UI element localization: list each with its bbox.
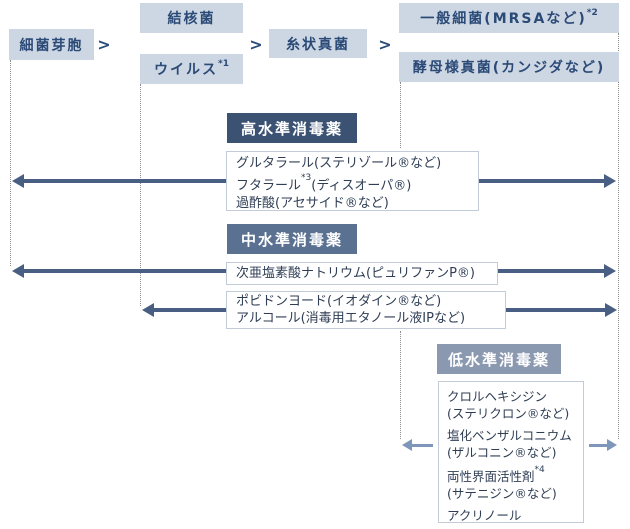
greater-than-separator: >: [249, 35, 263, 54]
low-level-spectrum-arrow-right: [589, 444, 608, 447]
low-level-header: 低水準消毒薬: [437, 344, 561, 374]
arrow-right-icon: [607, 439, 617, 451]
organism-label: 一般細菌(MRSAなど): [420, 11, 587, 27]
dotted-line-virus: [140, 84, 141, 306]
arrow-left-icon: [402, 439, 412, 451]
drug-line: 次亜塩素酸ナトリウム(ピュリファンP®): [236, 266, 475, 281]
iodine-alcohol-drug-box: ポビドンヨード(イオダイン®など) アルコール(消毒用エタノール液IPなど): [226, 291, 506, 329]
drug-line: グルタラール(ステリゾール®など): [236, 156, 442, 171]
footnote-marker: *1: [218, 59, 229, 69]
greater-than-separator: >: [378, 35, 392, 54]
organism-label: 糸状真菌: [286, 36, 350, 53]
arrow-left-icon: [12, 264, 24, 278]
arrow-left-icon: [12, 174, 24, 188]
arrow-right-icon: [604, 264, 616, 278]
drug-line: アルコール(消毒用エタノール液IPなど): [236, 311, 466, 326]
drug-entry: アクリノール: [447, 508, 522, 524]
drug-entry: 両性界面活性剤*4 (サテニジン®など): [447, 465, 557, 502]
organism-box-spores: 細菌芽胞: [9, 29, 94, 60]
organism-label: 結核菌: [167, 11, 216, 27]
footnote-marker: *2: [586, 8, 598, 18]
dotted-line-yeast-lower: [400, 331, 401, 439]
mid-level-header: 中水準消毒薬: [227, 224, 357, 254]
high-level-header: 高水準消毒薬: [227, 113, 357, 143]
arrow-left-icon: [142, 303, 154, 317]
dotted-line-yeast-upper: [400, 82, 401, 148]
dotted-line-general-bacteria: [618, 33, 619, 439]
organism-label: ウイルス: [154, 62, 219, 78]
drug-line: ポビドンヨード(イオダイン®など): [236, 294, 442, 309]
low-level-drug-box: クロルヘキシジン (ステリクロン®など) 塩化ベンザルコニウム (ザルコニン®な…: [438, 381, 584, 523]
drug-line: フタラール*3(ディスオーパ®): [236, 173, 412, 194]
organism-box-general-bacteria: 一般細菌(MRSAなど)*2: [399, 3, 619, 33]
hypochlorite-drug-box: 次亜塩素酸ナトリウム(ピュリファンP®): [226, 262, 498, 285]
organism-box-virus: ウイルス*1: [140, 54, 243, 84]
drug-entry: 塩化ベンザルコニウム (ザルコニン®など): [447, 428, 572, 460]
arrow-right-icon: [604, 174, 616, 188]
organism-label: 細菌芽胞: [19, 37, 84, 54]
low-level-spectrum-arrow-left: [411, 444, 433, 447]
high-level-drug-box: グルタラール(ステリゾール®など) フタラール*3(ディスオーパ®) 過酢酸(ア…: [226, 151, 479, 211]
drug-line: 過酢酸(アセサイド®など): [236, 196, 389, 212]
arrow-right-icon: [605, 303, 617, 317]
organism-box-tuberculosis: 結核菌: [140, 3, 243, 33]
organism-box-filamentous-fungi: 糸状真菌: [269, 29, 367, 58]
greater-than-separator: >: [97, 35, 111, 54]
dotted-line-spores: [10, 60, 11, 266]
footnote-marker: *4: [534, 465, 545, 475]
drug-entry: クロルヘキシジン (ステリクロン®など): [447, 389, 570, 421]
organism-box-yeast-fungi: 酵母様真菌(カンジダなど): [399, 52, 619, 82]
footnote-marker: *3: [301, 173, 312, 183]
organism-label: 酵母様真菌(カンジダなど): [412, 60, 606, 76]
